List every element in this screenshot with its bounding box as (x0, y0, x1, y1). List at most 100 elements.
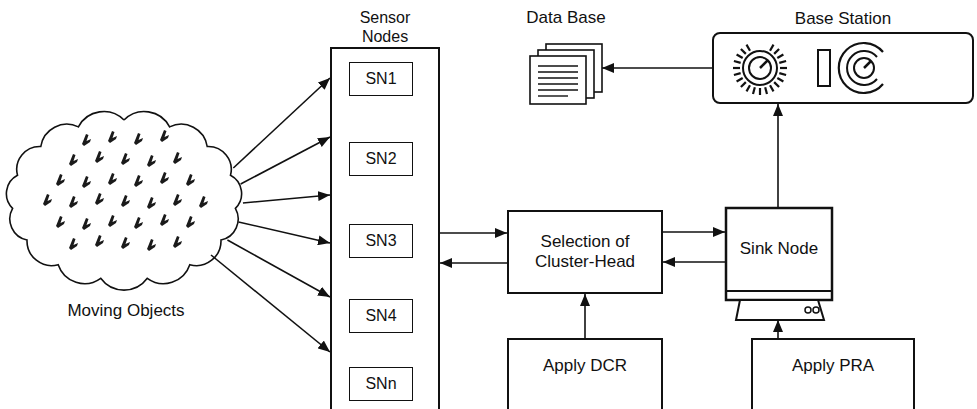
bird-symbol (56, 174, 65, 186)
dial-tick (770, 45, 774, 51)
flow-arrow (663, 231, 725, 233)
bird-symbol (69, 154, 78, 166)
monitor-shape (726, 208, 832, 320)
bird-symbol (108, 215, 117, 227)
flow-arrow (243, 195, 330, 203)
bird-symbol (95, 235, 104, 247)
process-label: Selection of Cluster-Head (515, 232, 655, 271)
flow-arrow (239, 222, 330, 243)
dial-tick (747, 45, 751, 51)
node-label: SNn (365, 375, 396, 393)
cloud-outline (6, 112, 241, 291)
dial-tick (734, 61, 741, 63)
bird-symbol (199, 196, 208, 208)
bird-flock (43, 130, 208, 251)
dial-tick (777, 55, 783, 59)
cloud-label: Moving Objects (67, 301, 184, 321)
sensor-node-box: SN2 (349, 142, 413, 176)
monitor-label: Sink Node (739, 239, 819, 259)
bird-symbol (173, 194, 182, 206)
bird-symbol (160, 172, 169, 184)
bird-symbol (82, 218, 91, 230)
sink-node-monitor: Sink Node (725, 207, 833, 320)
flow-arrow (440, 232, 507, 234)
bird-symbol (160, 130, 169, 142)
dial-tick (737, 55, 743, 59)
document-stack (530, 44, 602, 104)
dial-tick (765, 87, 767, 94)
flow-arrow (777, 320, 779, 338)
process-label: Apply DCR (540, 356, 630, 376)
process-box: Apply DCR (507, 338, 663, 409)
dial-icons (733, 43, 883, 95)
bird-symbol (69, 238, 78, 250)
database-icon: Data Base (530, 44, 602, 104)
sensor-node-box: SN1 (349, 62, 413, 96)
bird-symbol (134, 175, 143, 187)
bird-symbol (121, 153, 130, 165)
bird-symbol (186, 216, 195, 228)
bird-symbol (95, 193, 104, 205)
dial-tick (770, 85, 774, 91)
flow-arrow (211, 255, 330, 352)
bird-symbol (186, 174, 195, 186)
node-label: SN4 (365, 307, 396, 325)
bird-symbol (160, 214, 169, 226)
dial-tick (737, 78, 743, 82)
box-heading: Base Station (795, 9, 891, 29)
bird-symbol (108, 173, 117, 185)
sensor-node-box: SN4 (349, 299, 413, 333)
dial-tick (753, 87, 755, 94)
icon-label: Data Base (526, 8, 605, 28)
dial-tick (779, 61, 786, 63)
bird-symbol (56, 216, 65, 228)
process-box: Selection of Cluster-Head (507, 210, 663, 294)
flow-arrow (584, 294, 586, 338)
node-label: SN3 (365, 232, 396, 250)
dial-tick (759, 88, 761, 95)
bird-symbol (69, 196, 78, 208)
cloud-outline (6, 112, 241, 291)
bird-symbol (147, 197, 156, 209)
dial-tick (780, 67, 787, 69)
base-station-box: Base Station (712, 32, 974, 104)
flow-arrow (777, 104, 779, 207)
bird-symbol (134, 133, 143, 145)
bird-symbol (121, 195, 130, 207)
process-box: Apply PRA (751, 338, 915, 409)
dial-tick (777, 78, 783, 82)
node-label: SN1 (365, 70, 396, 88)
bird-symbol (147, 239, 156, 251)
process-label: Apply PRA (788, 356, 878, 376)
bird-symbol (134, 217, 143, 229)
dial-tick (741, 49, 746, 54)
flow-arrow (440, 262, 507, 264)
sensor-node-box: SN3 (349, 224, 413, 258)
flow-arrow (241, 137, 330, 184)
sensor-node-box: SNn (349, 367, 413, 401)
dial-tick (747, 85, 751, 91)
dial-tick (734, 73, 741, 75)
dial-tick (779, 73, 786, 75)
bird-symbol (121, 237, 130, 249)
flow-arrow (233, 78, 330, 168)
bird-symbol (173, 152, 182, 164)
bird-symbol (173, 236, 182, 248)
moving-objects-cloud: Moving Objects (5, 112, 247, 292)
flow-arrow (663, 261, 725, 263)
bird-symbol (82, 176, 91, 188)
dial-tick (733, 67, 740, 69)
sensor-group-box: Sensor NodesSN1SN2SN3SN4SNn (330, 47, 440, 409)
flow-arrow (602, 67, 712, 69)
flow-arrow (227, 240, 330, 297)
bird-symbol (108, 131, 117, 143)
dial-tick (774, 82, 779, 87)
dial-tick (774, 49, 779, 54)
dial-tick (741, 82, 746, 87)
bird-symbol (43, 194, 52, 206)
node-label: SN2 (365, 150, 396, 168)
bird-symbol (95, 151, 104, 163)
group-heading: Sensor Nodes (349, 9, 421, 46)
bird-symbol (82, 134, 91, 146)
bird-symbol (147, 155, 156, 167)
